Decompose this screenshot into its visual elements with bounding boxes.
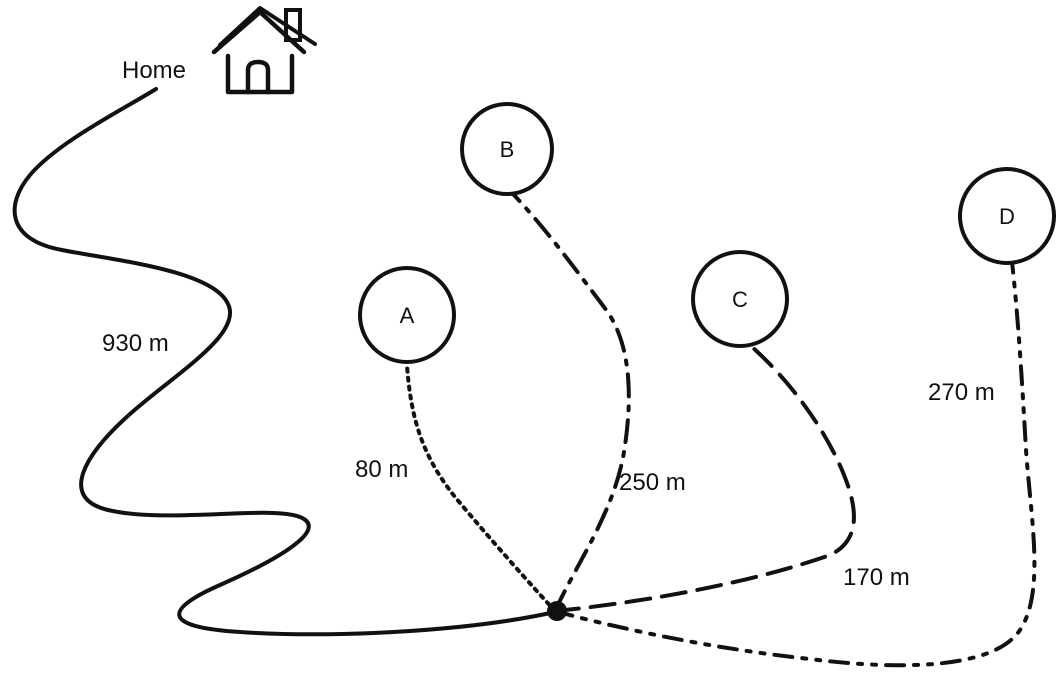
node-c-label: C	[732, 287, 748, 312]
route-a	[405, 364, 557, 613]
node-c: C	[691, 250, 789, 348]
junction-dot	[547, 601, 567, 621]
home-label: Home	[122, 57, 186, 84]
node-d: D	[958, 167, 1056, 265]
node-a-label: A	[400, 303, 415, 328]
distance-home-label: 930 m	[102, 330, 169, 357]
distance-d-label: 270 m	[928, 379, 995, 406]
distance-c-label: 170 m	[843, 564, 910, 591]
route-d	[553, 260, 1037, 668]
route-b	[512, 193, 631, 613]
node-a: A	[358, 266, 456, 364]
distance-b-label: 250 m	[619, 469, 686, 496]
distance-a-label: 80 m	[355, 456, 408, 483]
route-home	[12, 87, 557, 637]
node-d-label: D	[999, 204, 1015, 229]
house-icon	[211, 6, 317, 95]
node-b: B	[460, 102, 554, 196]
route-c	[553, 344, 856, 613]
node-b-label: B	[500, 137, 515, 162]
